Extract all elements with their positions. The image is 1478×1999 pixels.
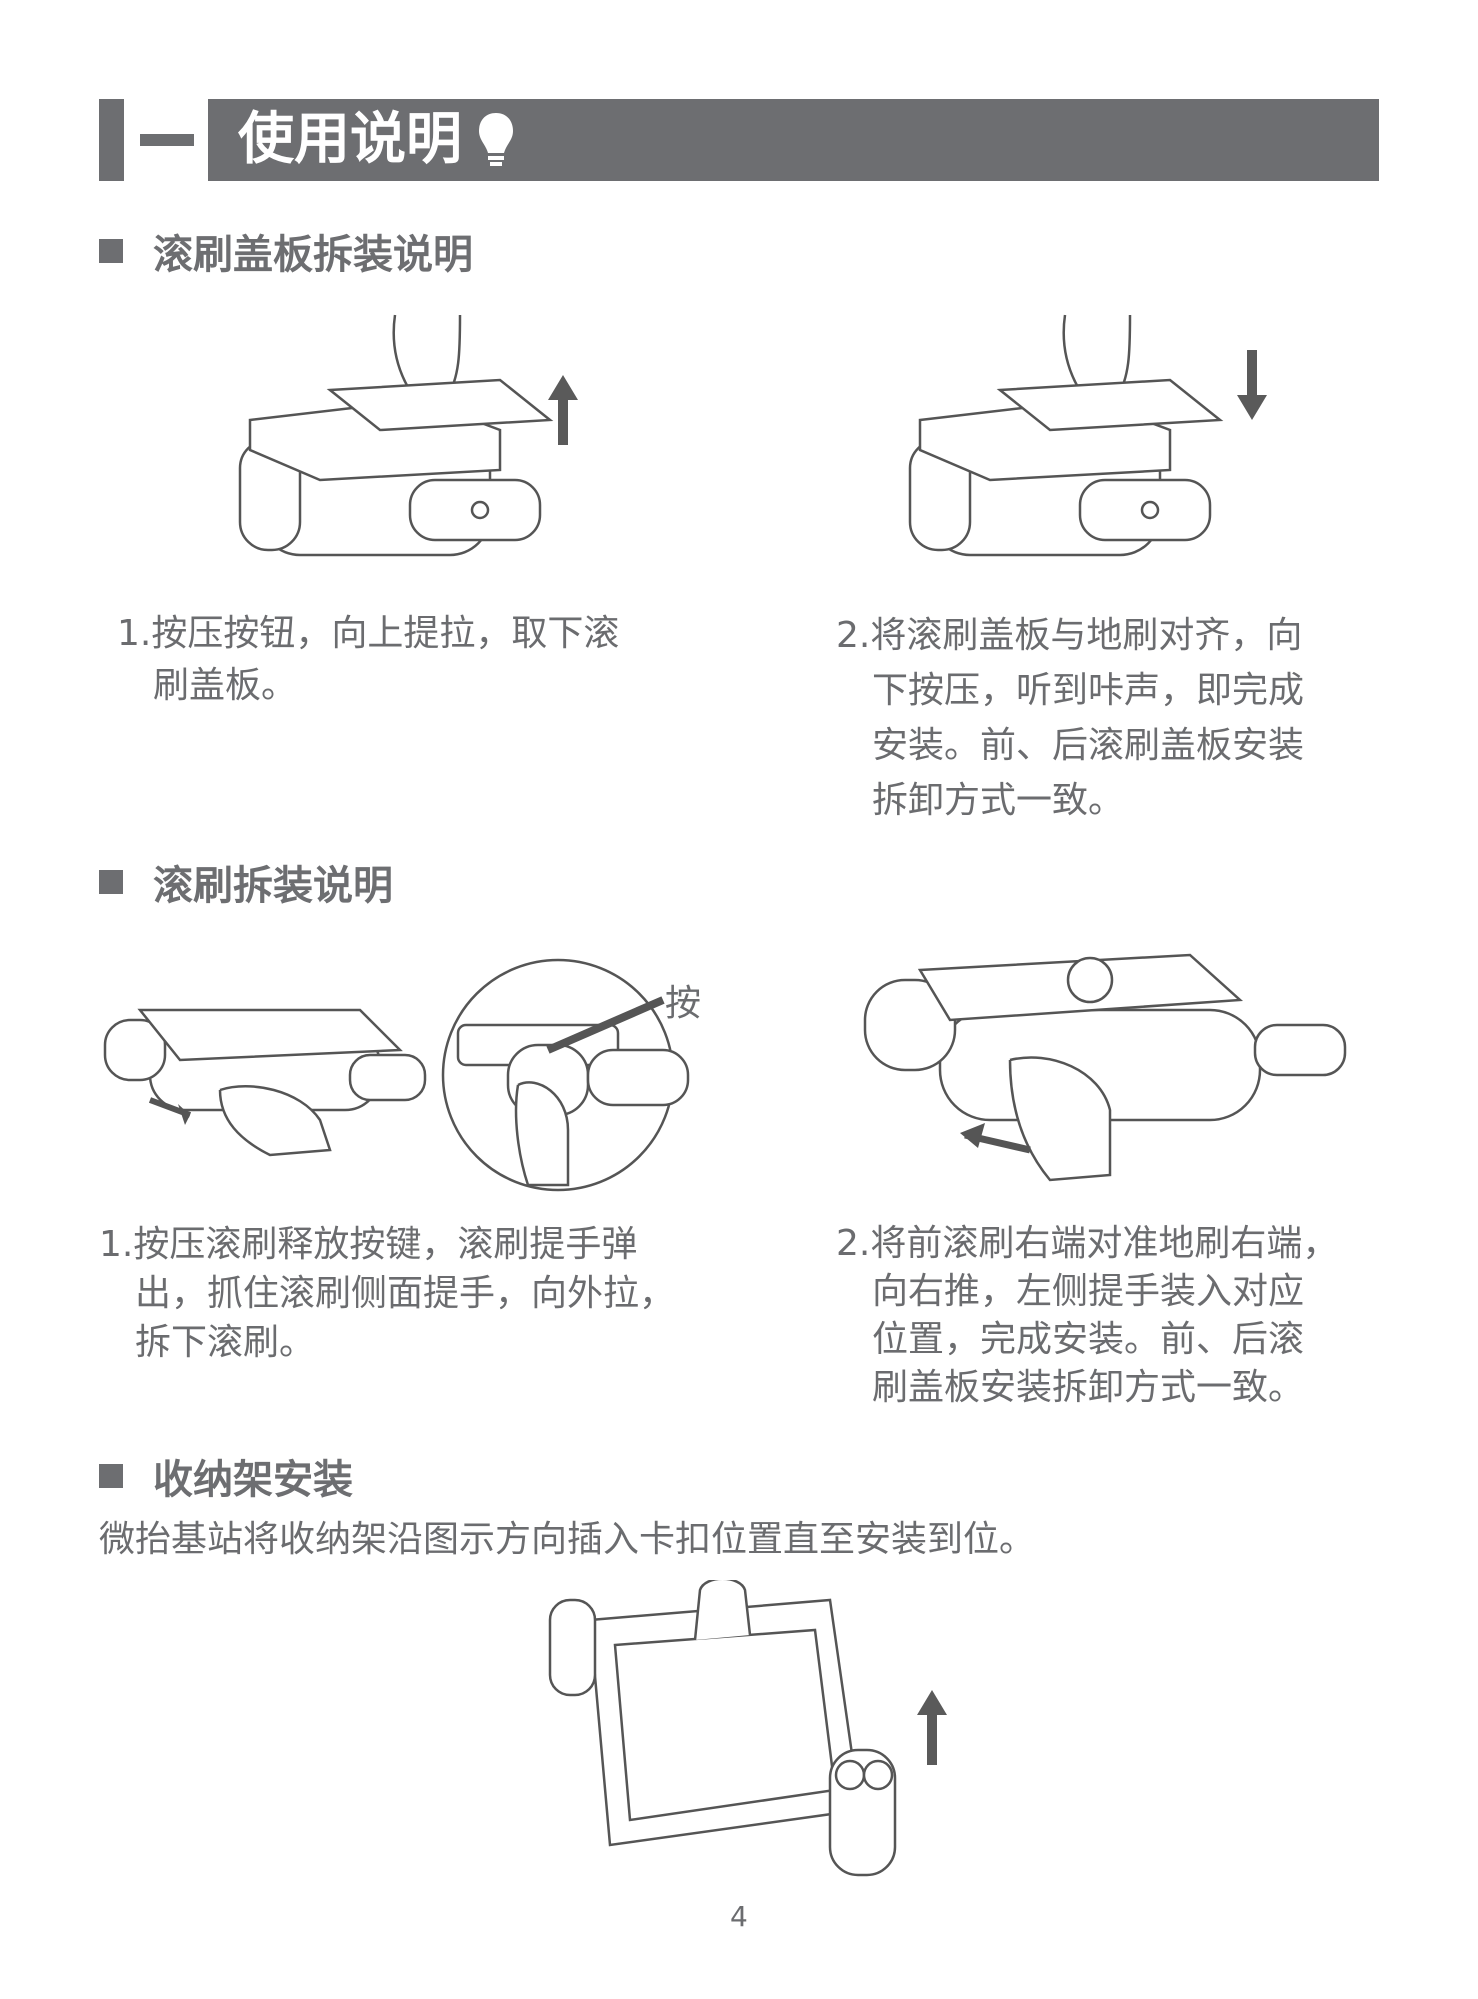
text-line: 拆下滚刷。 [135,1322,316,1363]
arrow-up-icon [548,375,578,445]
header-title-bar: 使用说明 [208,99,1379,181]
press-callout-label: 按 [665,983,702,1024]
bullet-square [99,870,123,894]
header-chapter-number [140,134,194,146]
text-line: 1.按压滚刷释放按键，滚刷提手弹 [99,1224,638,1265]
roller-install-illustration [863,953,1347,1182]
section-title-text: 滚刷拆装说明 [153,863,393,909]
step-text-roller-1: 1.按压滚刷释放按键，滚刷提手弹 出，抓住滚刷侧面提手，向外拉， 拆下滚刷。 [99,1220,675,1367]
step-text-roller-2: 2.将前滚刷右端对准地刷右端， 向右推，左侧提手装入对应 位置，完成安装。前、后… [836,1220,1338,1412]
rack-instruction: 微抬基站将收纳架沿图示方向插入卡扣位置直至安装到位。 [99,1519,1036,1560]
text-line: 出，抓住滚刷侧面提手，向外拉， [135,1273,676,1314]
bullet-square [99,1464,123,1488]
text-line: 安装。前、后滚刷盖板安装 [872,725,1305,766]
section-title-cover: 滚刷盖板拆装说明 [99,222,473,280]
bullet-square [99,239,123,263]
page-title: 使用说明 [238,107,462,172]
section-title-rack: 收纳架安装 [99,1447,353,1505]
arrow-down-icon [1237,350,1267,420]
text-line: 位置，完成安装。前、后滚 [872,1319,1305,1360]
header-left-bar [99,99,124,181]
arrow-up-icon [917,1690,947,1765]
text-line: 下按压，听到咔声，即完成 [872,670,1305,711]
section-title-text: 滚刷盖板拆装说明 [153,232,473,278]
release-button-detail-illustration [441,958,690,1192]
step-text-cover-2: 2.将滚刷盖板与地刷对齐，向 下按压，听到咔声，即完成 安装。前、后滚刷盖板安装… [836,608,1304,828]
text-line: 2.将滚刷盖板与地刷对齐，向 [836,615,1303,656]
cover-install-illustration [908,314,1224,557]
text-line: 1.按压按钮，向上提拉，取下滚 [117,613,620,654]
text-line: 拆卸方式一致。 [872,780,1125,821]
roller-removal-illustration [103,1008,427,1157]
cover-removal-illustration [238,314,554,557]
text-line: 刷盖板安装拆卸方式一致。 [872,1367,1305,1408]
lightbulb-icon [479,113,513,166]
storage-rack-illustration [548,1580,897,1877]
section-title-roller: 滚刷拆装说明 [99,853,393,911]
text-line: 2.将前滚刷右端对准地刷右端， [836,1223,1339,1264]
step-text-cover-1: 1.按压按钮，向上提拉，取下滚 刷盖板。 [117,608,619,712]
text-line: 向右推，左侧提手装入对应 [872,1271,1305,1312]
section-title-text: 收纳架安装 [153,1457,353,1503]
text-line: 刷盖板。 [153,665,298,706]
page-number: 4 [730,1900,748,1933]
